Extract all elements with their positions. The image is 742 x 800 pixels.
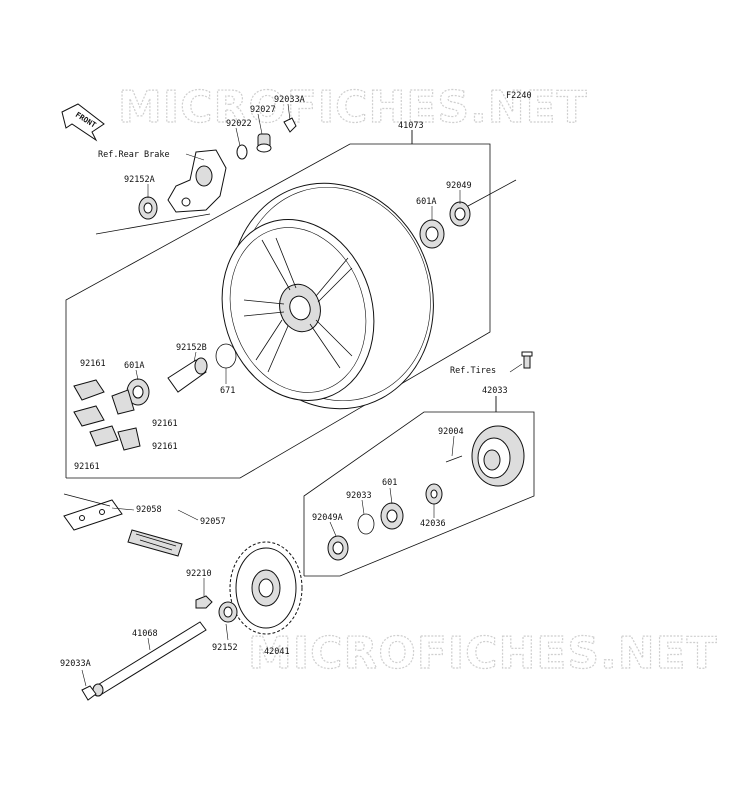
bearing-601 bbox=[380, 502, 404, 530]
front-arrow-icon: FRONT bbox=[61, 103, 105, 142]
part-label-92152: 92152 bbox=[212, 643, 238, 653]
part-label-92049: 92049 bbox=[446, 181, 472, 191]
part-label-671: 671 bbox=[220, 386, 235, 396]
part-label-92152a: 92152A bbox=[124, 175, 155, 185]
part-label-92152b: 92152B bbox=[176, 343, 207, 353]
clip-92033a-top bbox=[283, 117, 297, 133]
stud-92004 bbox=[445, 455, 463, 463]
figure-code: F2240 bbox=[506, 91, 532, 101]
bearing-601a-right bbox=[419, 219, 445, 249]
watermark-bottom: MICROFICHES.NET bbox=[248, 628, 718, 679]
part-label-601a-right: 601A bbox=[416, 197, 436, 207]
watermark-top: MICROFICHES.NET bbox=[118, 82, 588, 133]
part-label-42033: 42033 bbox=[482, 386, 508, 396]
seal-92049a bbox=[327, 535, 349, 561]
collar-92152 bbox=[218, 601, 238, 623]
part-label-92004: 92004 bbox=[438, 427, 464, 437]
ref-rear-brake: Ref.Rear Brake bbox=[98, 150, 170, 160]
spacer-92152b bbox=[167, 357, 208, 393]
part-label-92161-a: 92161 bbox=[80, 359, 106, 369]
clip-92033a-bottom bbox=[81, 685, 97, 701]
damper-rubbers-92161 bbox=[73, 379, 141, 451]
ref-tires: Ref.Tires bbox=[450, 366, 496, 376]
rear-wheel-rim bbox=[221, 182, 434, 410]
part-label-92161-c: 92161 bbox=[152, 442, 178, 452]
part-label-601: 601 bbox=[382, 478, 397, 488]
seal-92049 bbox=[449, 201, 471, 227]
part-label-41068: 41068 bbox=[132, 629, 158, 639]
part-label-42036: 42036 bbox=[420, 519, 446, 529]
part-label-42041: 42041 bbox=[264, 647, 290, 657]
sprocket-hub-42033 bbox=[471, 425, 525, 487]
chain-joint-92058 bbox=[63, 493, 123, 531]
ring-92022 bbox=[236, 144, 248, 160]
part-label-601a-left: 601A bbox=[124, 361, 144, 371]
part-label-92033: 92033 bbox=[346, 491, 372, 501]
part-label-92161-b: 92161 bbox=[152, 419, 178, 429]
part-label-92210: 92210 bbox=[186, 569, 212, 579]
part-label-92049a: 92049A bbox=[312, 513, 343, 523]
collar-92027 bbox=[256, 133, 272, 153]
collar-92152a bbox=[138, 196, 158, 220]
circlip-92033 bbox=[357, 513, 375, 535]
drive-chain-92057 bbox=[127, 529, 183, 557]
collar-42036 bbox=[425, 483, 443, 505]
brake-bracket bbox=[167, 149, 227, 213]
rear-sprocket-42041 bbox=[229, 541, 303, 635]
part-label-92027: 92027 bbox=[250, 105, 276, 115]
part-label-92057: 92057 bbox=[200, 517, 226, 527]
part-label-92058: 92058 bbox=[136, 505, 162, 515]
part-label-92033a-bottom: 92033A bbox=[60, 659, 91, 669]
part-label-92033a-top: 92033A bbox=[274, 95, 305, 105]
axle-41068 bbox=[92, 621, 207, 697]
tire-valve bbox=[521, 351, 533, 369]
oring-671 bbox=[215, 343, 237, 369]
leader-lines bbox=[81, 103, 523, 687]
part-label-92161-d: 92161 bbox=[74, 462, 100, 472]
part-label-92022: 92022 bbox=[226, 119, 252, 129]
nut-92210 bbox=[195, 595, 213, 609]
part-label-41073: 41073 bbox=[398, 121, 424, 131]
